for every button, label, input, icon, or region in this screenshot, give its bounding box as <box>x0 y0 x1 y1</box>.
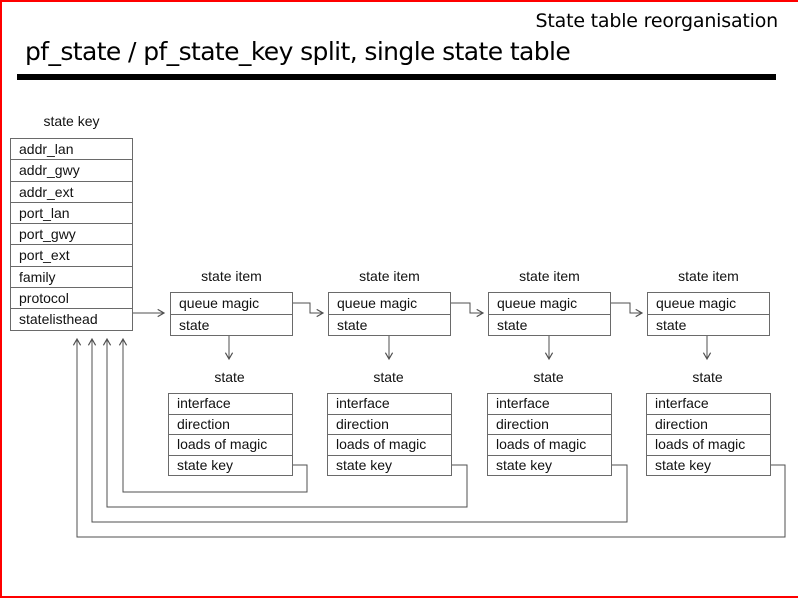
table-row: state key <box>169 454 292 476</box>
table-row: interface <box>655 395 709 411</box>
state-item-box-2: queue magic state <box>328 292 451 336</box>
table-row: protocol <box>11 287 132 308</box>
table-row: interface <box>336 395 390 411</box>
state-box-3: interface direction loads of magic state… <box>487 393 612 476</box>
title-underline <box>17 74 776 80</box>
table-row: state <box>329 313 450 336</box>
state-label: state <box>214 369 245 385</box>
frame-left <box>0 0 2 598</box>
table-row: addr_ext <box>11 180 132 202</box>
frame-top <box>0 0 798 2</box>
table-row: loads of magic <box>169 434 292 455</box>
state-key-table-label: state key <box>43 113 100 129</box>
state-item-label: state item <box>359 268 420 284</box>
table-row: addr_gwy <box>11 159 132 180</box>
table-row: port_lan <box>11 201 132 223</box>
slide-heading: State table reorganisation <box>535 10 779 32</box>
state-box-1: interface direction loads of magic state… <box>168 393 293 476</box>
table-row: queue magic <box>337 295 418 311</box>
state-label: state <box>533 369 564 385</box>
table-row: interface <box>177 395 231 411</box>
state-item-label: state item <box>201 268 262 284</box>
table-row: state <box>489 313 610 336</box>
table-row: state key <box>328 454 451 476</box>
table-row: queue magic <box>656 295 737 311</box>
table-row: addr_lan <box>19 141 74 157</box>
frame-bottom <box>0 596 798 598</box>
table-row: queue magic <box>497 295 578 311</box>
table-row: state <box>171 313 292 336</box>
table-row: loads of magic <box>647 434 770 455</box>
table-row: port_gwy <box>11 223 132 244</box>
connector-item2-to-item3 <box>450 302 485 318</box>
state-item-box-4: queue magic state <box>647 292 770 336</box>
table-row: state <box>648 313 769 336</box>
table-row: loads of magic <box>488 434 611 455</box>
state-key-table: addr_lan addr_gwy addr_ext port_lan port… <box>10 138 133 331</box>
table-row: statelisthead <box>11 308 132 329</box>
table-row: state key <box>647 454 770 476</box>
table-row: interface <box>496 395 550 411</box>
table-row: state key <box>488 454 611 476</box>
state-item-label: state item <box>678 268 739 284</box>
table-row: direction <box>647 413 770 435</box>
table-row: family <box>11 265 132 287</box>
table-row: direction <box>169 413 292 435</box>
table-row: queue magic <box>179 295 260 311</box>
connector-item3-to-item4 <box>610 302 644 318</box>
table-row: port_ext <box>11 244 132 265</box>
table-row: direction <box>488 413 611 435</box>
table-row: direction <box>328 413 451 435</box>
state-box-2: interface direction loads of magic state… <box>327 393 452 476</box>
state-item-box-1: queue magic state <box>170 292 293 336</box>
page-title: pf_state / pf_state_key split, single st… <box>25 37 571 66</box>
state-label: state <box>692 369 723 385</box>
state-label: state <box>373 369 404 385</box>
connector-item1-to-item2 <box>292 302 325 318</box>
state-item-box-3: queue magic state <box>488 292 611 336</box>
state-item-label: state item <box>519 268 580 284</box>
table-row: loads of magic <box>328 434 451 455</box>
state-box-4: interface direction loads of magic state… <box>646 393 771 476</box>
